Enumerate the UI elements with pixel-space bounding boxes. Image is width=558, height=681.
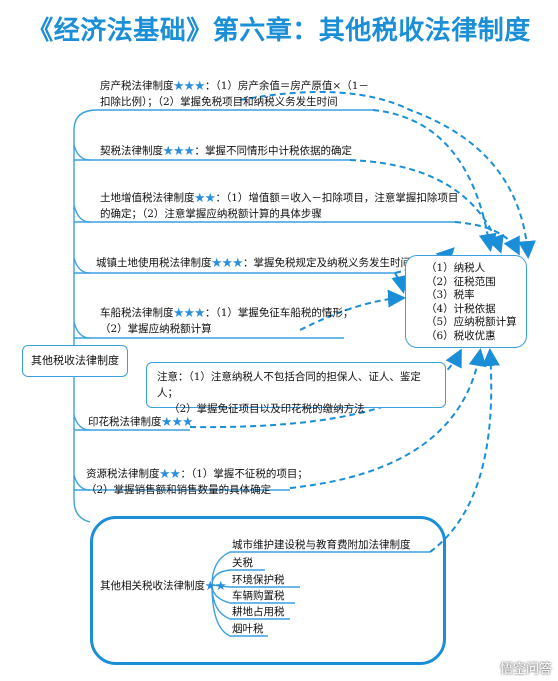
other-tax-item: 环境保护税 [232,574,285,586]
other-tax-item: 耕地占用税 [232,606,285,618]
importance-stars: ★★★ [173,80,206,92]
element-item: （6）税收优惠 [426,329,496,342]
element-item: （2）征税范围 [426,275,496,288]
branch-stamp-tax: 印花税法律制度★★★ [88,414,193,430]
branch-urban-land-tax: 城镇土地使用税法律制度★★★：掌握免税规定及纳税义务发生时间 [96,255,411,271]
branch-name: 其他相关税收法律制度 [100,580,205,592]
importance-stars: ★★★ [173,307,206,319]
branch-name: 房产税法律制度 [100,80,174,92]
importance-stars: ★★★ [161,416,194,428]
importance-stars: ★★ [159,468,181,480]
element-item: （1）纳税人 [426,262,486,274]
stamp-tax-note: 注意：（1）注意纳税人不包括合同的担保人、证人、鉴定人； （2）掌握免征项目以及… [146,362,446,415]
main-node: 其他税收法律制度 [22,345,128,377]
branch-text: ：掌握免税规定及纳税义务发生时间 [243,257,411,269]
branch-vehicle-tax: 车船税法律制度★★★：（1）掌握免征车船税的情形； （2）掌握应纳税额计算 [100,305,353,337]
tax-elements-box: （1）纳税人 （2）征税范围 （3）税率 （4）计税依据 （5）应纳税额计算 （… [405,255,527,348]
branch-text: 扣除比例）；（2）掌握免税项目和纳税义务发生时间 [100,96,338,108]
branch-name: 资源税法律制度 [86,468,160,480]
element-item: （5）应纳税额计算 [426,316,517,328]
branch-text: ：（1）掌握免征车船税的情形； [205,307,354,319]
importance-stars: ★★★ [211,257,244,269]
branch-text: （2）掌握应纳税额计算 [100,323,212,335]
branch-land-vat: 土地增值税法律制度★★：（1）增值额＝收入－扣除项目，注意掌握扣除项目 的确定；… [100,190,458,222]
page-title: 《经济法基础》第六章：其他税收法律制度 [27,16,531,46]
branch-text: ：掌握不同情形中计税依据的确定 [194,145,353,157]
importance-stars: ★★ [205,580,226,592]
branch-property-tax: 房产税法律制度★★★：（1）房产余值＝房产原值×（1－ 扣除比例）；（2）掌握免… [100,78,369,110]
branch-name: 印花税法律制度 [88,416,162,428]
branch-text: ：（1）掌握不征税的项目； [180,468,308,480]
branch-resource-tax: 资源税法律制度★★：（1）掌握不征税的项目； （2）掌握销售额和销售数量的具体确… [86,466,308,498]
branch-deed-tax: 契税法律制度★★★：掌握不同情形中计税依据的确定 [100,143,352,159]
branch-name: 土地增值税法律制度 [100,192,195,204]
branch-name: 车船税法律制度 [100,307,174,319]
branch-text: （2）掌握销售额和销售数量的具体确定 [86,484,272,496]
other-taxes-group [90,516,446,665]
element-item: （3）税率 [426,289,475,301]
importance-stars: ★★ [194,192,216,204]
other-tax-item: 烟叶税 [232,623,264,635]
other-tax-item: 车辆购置税 [232,590,285,602]
branch-other-taxes: 其他相关税收法律制度★★ [100,578,226,594]
note-line: 注意：（1）注意纳税人不包括合同的担保人、证人、鉴定人； [157,371,421,399]
branch-text: ：（1）房产余值＝房产原值×（1－ [205,80,369,92]
branch-name: 契税法律制度 [100,145,163,157]
importance-stars: ★★★ [163,145,195,157]
branch-text: 的确定；（2）注意掌握应纳税额计算的具体步骤 [100,208,322,220]
note-line: （2）掌握免征项目以及印花税的缴纳方法 [169,403,365,415]
element-item: （4）计税依据 [426,302,496,315]
watermark: 悟空问答 [499,662,552,677]
branch-name: 城镇土地使用税法律制度 [96,257,212,269]
other-tax-item: 城市维护建设税与教育费附加法律制度 [232,539,411,551]
branch-text: ：（1）增值额＝收入－扣除项目，注意掌握扣除项目 [215,192,459,204]
other-tax-item: 关税 [232,557,253,569]
